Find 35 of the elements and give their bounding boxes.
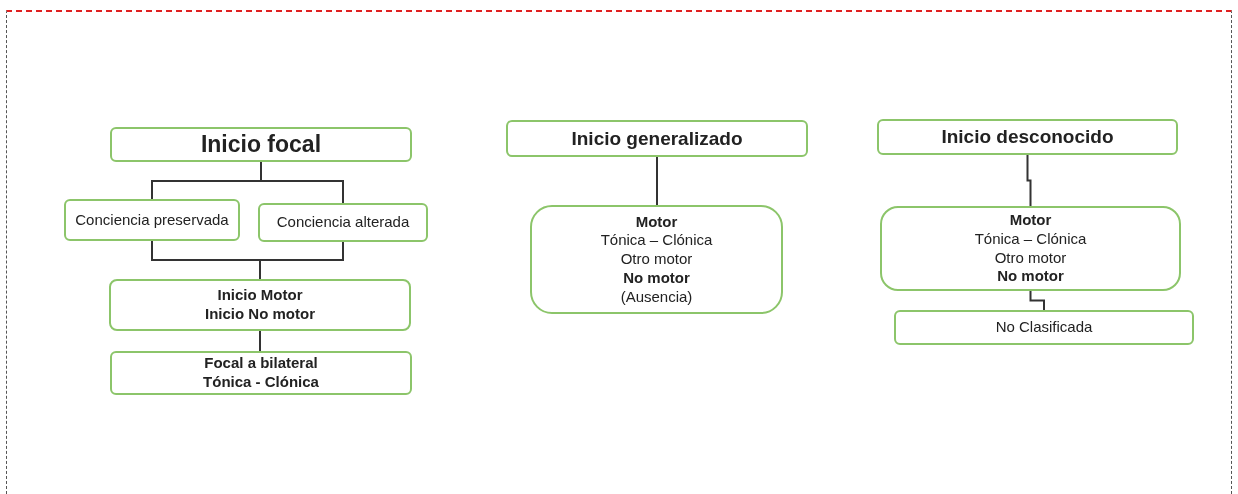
box-text: Motor	[635, 212, 678, 232]
box-text: Conciencia alterada	[276, 213, 410, 232]
box-text: Tónica – Clónica	[974, 229, 1087, 249]
box-text: No motor	[997, 267, 1064, 286]
connector-line	[259, 330, 261, 352]
category-box	[110, 127, 412, 162]
box-text: Tónica - Clónica	[203, 373, 319, 392]
box-text: Motor	[1009, 211, 1052, 230]
category-box	[877, 119, 1178, 155]
category-box	[530, 205, 783, 314]
connector-line	[260, 161, 344, 204]
box-text: Inicio desconocido	[941, 125, 1114, 149]
box-text: No Clasificada	[995, 318, 1093, 337]
box-text: Inicio focal	[200, 130, 322, 159]
connector-line	[1026, 154, 1032, 207]
category-box	[110, 351, 412, 395]
connector-line	[1029, 290, 1045, 311]
box-text: Otro motor	[620, 250, 693, 269]
box-text: Focal a bilateral	[204, 354, 318, 373]
category-box	[258, 203, 428, 242]
box-text: Inicio Motor	[217, 286, 303, 305]
category-box	[109, 279, 411, 331]
category-box	[64, 199, 240, 241]
category-box	[506, 120, 808, 157]
box-text: Inicio No motor	[205, 305, 315, 324]
box-text: (Ausencia)	[620, 287, 693, 307]
box-text: No motor	[623, 268, 690, 288]
connector-line	[259, 241, 344, 280]
box-text: Inicio generalizado	[571, 126, 743, 151]
category-box	[894, 310, 1194, 345]
connector-line	[656, 156, 658, 206]
box-text: Conciencia preservada	[75, 210, 229, 230]
box-text: Tónica – Clónica	[600, 231, 713, 251]
category-box	[880, 206, 1181, 291]
box-text: Otro motor	[994, 248, 1067, 268]
